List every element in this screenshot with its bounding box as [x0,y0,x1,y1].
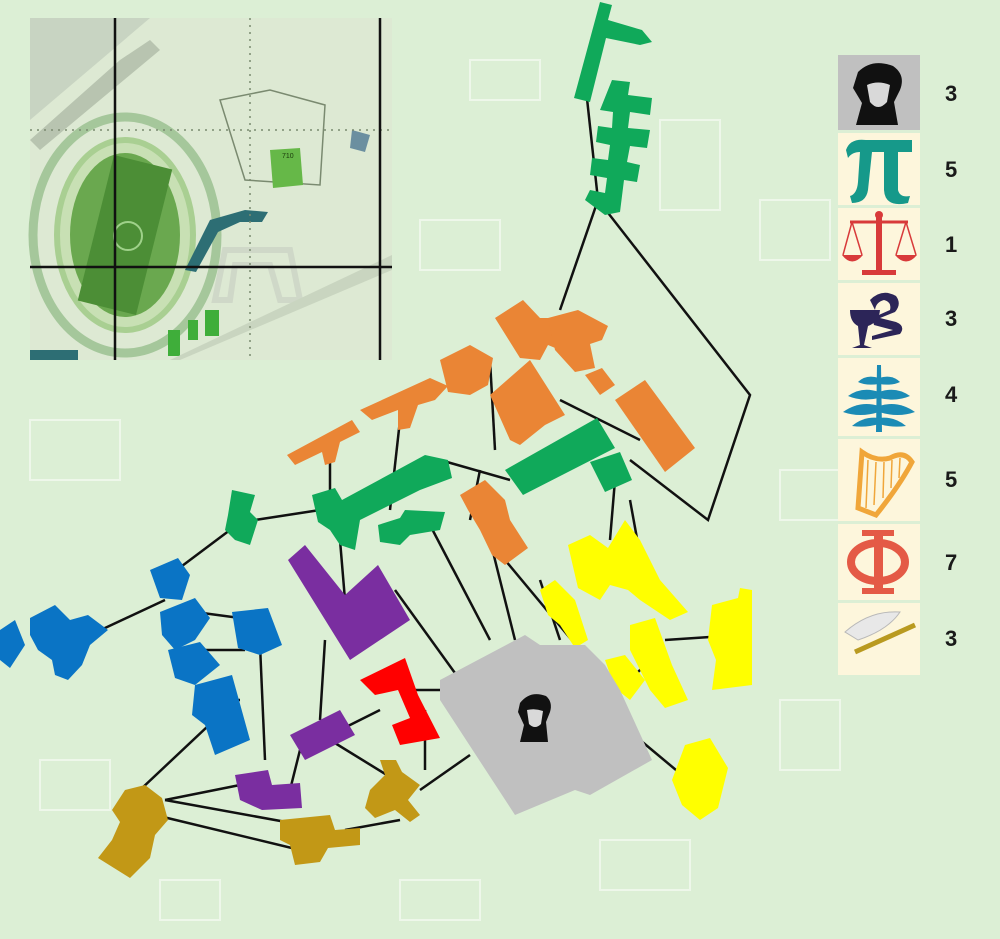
legend-item: 4 [838,358,958,436]
legend-count: 5 [945,157,957,182]
legend-count: 3 [945,81,957,106]
inset-label: 710 [282,153,294,160]
orange-buildings [287,300,695,565]
legend-count: 1 [945,232,957,257]
portrait-icon [853,63,902,125]
harp-icon [855,447,915,518]
legend-count: 3 [945,626,957,651]
background-outlines [29,59,841,921]
legend-count: 3 [945,306,957,331]
legend-item: 5 [838,133,957,205]
red-building [360,658,440,745]
phi-icon [847,530,909,594]
gray-hub-building [440,635,652,815]
palm-leaf-icon [843,365,915,432]
legend-item: 1 [838,208,957,280]
legend-count: 5 [945,467,957,492]
blue-buildings [0,558,282,755]
legend-count: 7 [945,550,957,575]
green-buildings [225,2,652,550]
pi-icon [846,139,912,205]
legend: 3 5 1 [838,55,958,675]
legend-count: 4 [945,382,958,407]
legend-item: 5 [838,439,957,521]
purple-buildings [235,545,410,810]
legend-item: 3 [838,283,957,355]
legend-item: 3 [838,55,957,130]
scales-icon [842,211,917,275]
inset-map: 710 [28,18,392,360]
yellow-buildings [540,520,752,820]
legend-item: 7 [838,524,957,600]
legend-item: 3 [838,603,957,675]
gold-buildings [98,760,420,878]
portrait-icon [515,690,555,745]
snake-bowl-icon [850,292,903,348]
quill-icon [844,611,917,655]
